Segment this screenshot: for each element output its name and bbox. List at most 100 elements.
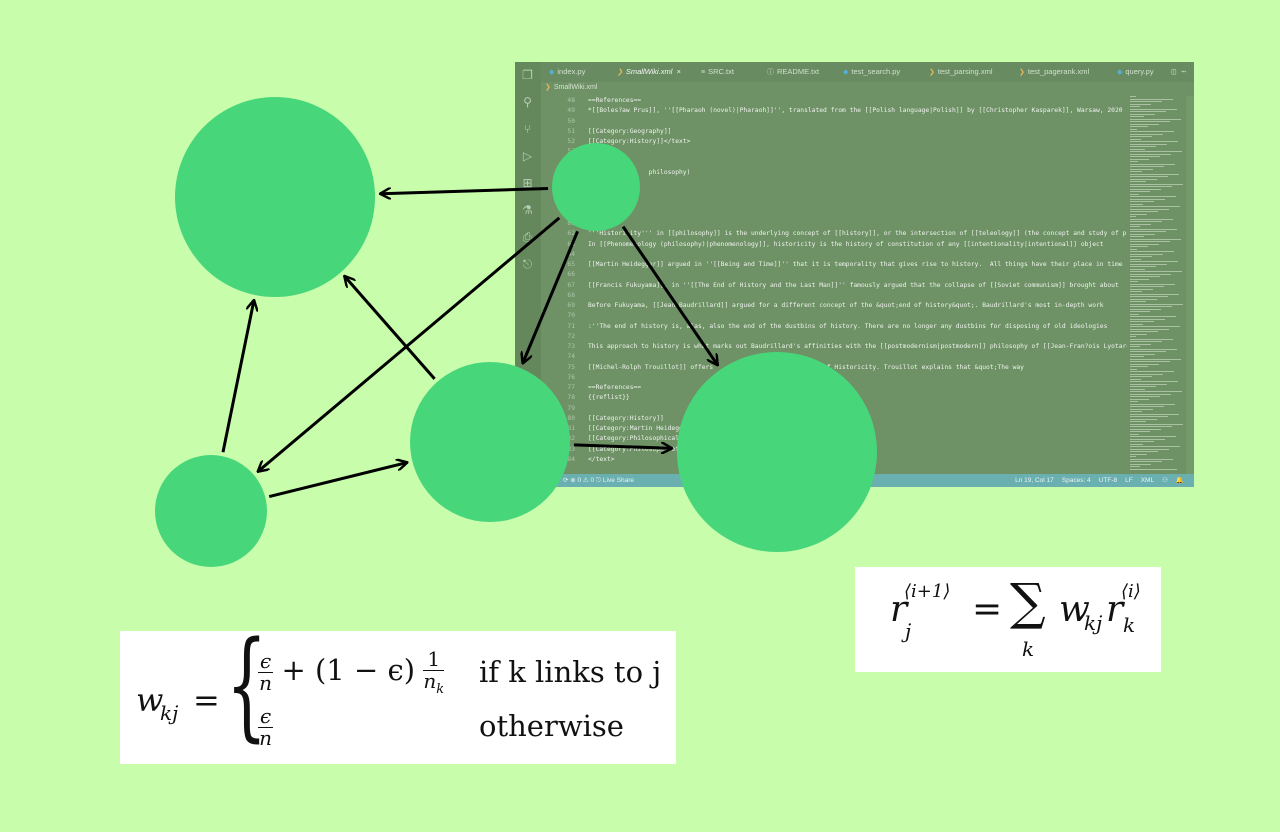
line-number: 77 xyxy=(567,384,575,391)
line-number: 83 xyxy=(567,445,575,453)
minimap-line xyxy=(1130,428,1161,430)
minimap-line xyxy=(1130,238,1181,240)
minimap-line xyxy=(1130,408,1153,410)
minimap-line xyxy=(1130,411,1142,412)
code-line[interactable]: 67[[Francis Fukuyama]], in ''[[The End o… xyxy=(541,281,1127,291)
run-debug-icon[interactable]: ▷ xyxy=(522,149,533,163)
status-item[interactable]: ⚇ xyxy=(1162,477,1168,484)
minimap-line xyxy=(1130,386,1156,387)
tab-test-pagerank-xml[interactable]: ❯test_pagerank.xml xyxy=(1019,62,1089,82)
minimap-line xyxy=(1130,226,1140,227)
line-number: 69 xyxy=(567,302,575,309)
graph-node-e xyxy=(155,455,267,567)
code-line[interactable]: 81[[Category:Martin Heidegger]] xyxy=(541,424,1127,434)
minimap-line xyxy=(1130,126,1148,127)
status-item[interactable]: 🔔 xyxy=(1175,477,1184,484)
line-number: 62 xyxy=(567,230,575,238)
status-left[interactable]: ⟳ ⊗ 0 ⚠ 0 ⎋ Live Share xyxy=(563,477,635,484)
line-number: 82 xyxy=(567,435,575,443)
live-share-icon[interactable]: ⎋ xyxy=(522,257,533,271)
code-line[interactable]: 71:''The end of history is, alas, also t… xyxy=(541,322,1127,332)
code-line[interactable]: 70 xyxy=(541,311,1127,321)
minimap-line xyxy=(1130,166,1164,167)
graph-node-a xyxy=(175,97,375,297)
status-item[interactable]: LF xyxy=(1125,477,1133,484)
code-line[interactable]: 77==References== xyxy=(541,383,1127,393)
code-line[interactable]: 66 xyxy=(541,270,1127,280)
code-line[interactable]: 80[[Category:History]] xyxy=(541,414,1127,424)
vertical-scrollbar[interactable] xyxy=(1186,96,1194,474)
code-line[interactable]: 64 xyxy=(541,250,1127,260)
status-item[interactable]: UTF-8 xyxy=(1098,477,1118,484)
minimap[interactable] xyxy=(1130,96,1184,474)
line-text: [[Category:History]]</text> xyxy=(588,138,691,145)
search-icon[interactable]: ⚲ xyxy=(523,95,532,109)
code-line[interactable]: 51[[Category:Geography]] xyxy=(541,127,1127,137)
source-control-icon[interactable]: ⑂ xyxy=(523,122,532,136)
code-line[interactable]: 72 xyxy=(541,332,1127,342)
minimap-line xyxy=(1130,153,1171,155)
graph-edge-c-d xyxy=(573,445,672,448)
minimap-line xyxy=(1130,281,1138,282)
editor-actions[interactable]: ◫ ⋯ xyxy=(1171,67,1186,76)
tab-src-txt[interactable]: ≡SRC.txt xyxy=(701,62,734,82)
code-line[interactable]: 76 xyxy=(541,373,1127,383)
code-area[interactable]: 48==References==49*[[Boles?aw Prus]], ''… xyxy=(541,96,1127,474)
file-type-icon: ❯ xyxy=(929,69,935,76)
minimap-line xyxy=(1130,143,1167,145)
code-line[interactable]: 84</text> xyxy=(541,455,1127,465)
status-item[interactable]: XML xyxy=(1140,477,1155,484)
code-line[interactable]: 52[[Category:History]]</text> xyxy=(541,137,1127,147)
code-line[interactable]: 68 xyxy=(541,291,1127,301)
code-line[interactable]: philosophy) xyxy=(541,168,1127,178)
status-item[interactable]: Spaces: 4 xyxy=(1061,477,1091,484)
graph-edge-b-d xyxy=(621,225,718,366)
minimap-line xyxy=(1130,151,1182,152)
status-item[interactable]: Ln 19, Col 17 xyxy=(1015,477,1054,484)
code-line[interactable]: 50 xyxy=(541,117,1127,127)
tab-label: test_search.py xyxy=(851,67,901,76)
minimap-line xyxy=(1130,221,1162,222)
minimap-line xyxy=(1130,348,1177,350)
line-number: 68 xyxy=(567,291,575,299)
file-type-icon: ◆ xyxy=(1117,69,1123,76)
files-icon[interactable]: ❐ xyxy=(522,68,533,82)
code-line[interactable]: 49*[[Boles?aw Prus]], ''[[Pharaoh (novel… xyxy=(541,106,1127,116)
code-line[interactable]: 78{{reflist}} xyxy=(541,393,1127,403)
graph-node-c xyxy=(410,362,570,522)
code-line[interactable]: 79 xyxy=(541,404,1127,414)
remote-explorer-icon[interactable]: ⎙ xyxy=(522,230,533,244)
code-line[interactable]: 62'''Historicity''' in [[philosophy]] is… xyxy=(541,229,1127,239)
extensions-icon[interactable]: ⊞ xyxy=(522,176,533,190)
code-line[interactable]: 48==References== xyxy=(541,96,1127,106)
minimap-line xyxy=(1130,293,1179,295)
breadcrumb[interactable]: ❯SmallWiki.xml xyxy=(545,82,597,94)
tab-test-search-py[interactable]: ◆test_search.py xyxy=(843,62,900,82)
minimap-line xyxy=(1130,333,1147,335)
tab-query-py[interactable]: ◆query.py xyxy=(1117,62,1154,82)
line-number: 71 xyxy=(567,322,575,330)
minimap-line xyxy=(1130,266,1156,267)
tab-index-py[interactable]: ◆index.py xyxy=(549,62,585,82)
minimap-line xyxy=(1130,406,1164,407)
code-line[interactable]: 74 xyxy=(541,352,1127,362)
minimap-line xyxy=(1130,451,1158,452)
close-tab-icon[interactable]: × xyxy=(676,67,681,76)
minimap-line xyxy=(1130,236,1144,237)
minimap-line xyxy=(1130,133,1163,135)
sum-index: k xyxy=(1022,637,1035,661)
tab-label: SRC.txt xyxy=(708,67,734,76)
tab-smallwiki-xml[interactable]: ❯SmallWiki.xml× xyxy=(617,62,681,82)
code-line[interactable]: 65[[Martin Heidegger]] argued in ''[[Bei… xyxy=(541,260,1127,270)
minimap-line xyxy=(1130,316,1176,317)
testing-icon[interactable]: ⚗ xyxy=(522,203,533,217)
r-superscript: ⟨i+1⟩ xyxy=(904,581,951,602)
tab-test-parsing-xml[interactable]: ❯test_parsing.xml xyxy=(929,62,992,82)
minimap-line xyxy=(1130,241,1170,242)
minimap-line xyxy=(1130,243,1159,245)
